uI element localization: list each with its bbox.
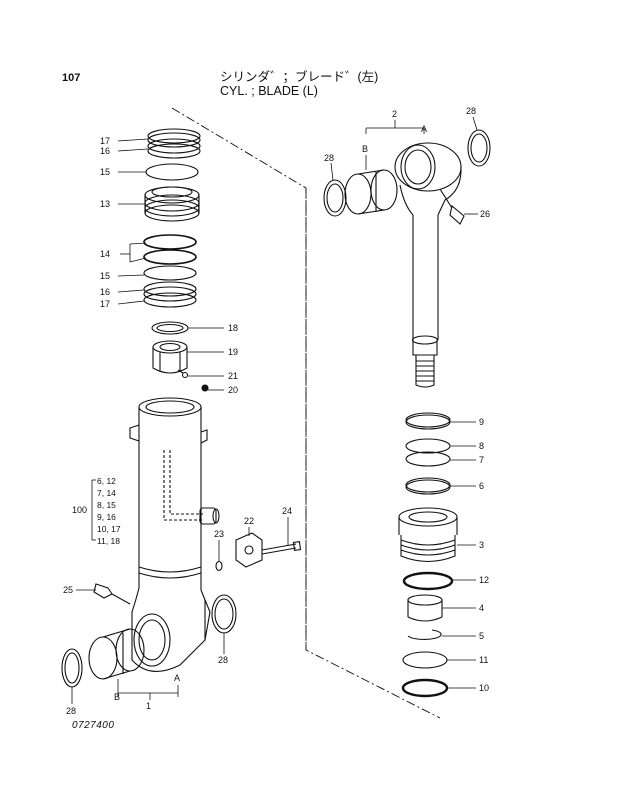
piston-4 <box>407 594 443 622</box>
callout-28-bottom-right: 28 <box>218 655 228 665</box>
page-number: 107 <box>62 72 81 84</box>
group-100-label: 100 <box>72 505 87 515</box>
callout-18: 18 <box>228 323 238 333</box>
piston-rod <box>394 142 462 388</box>
packing-13 <box>144 186 200 222</box>
ring-stack-15-16-17-bottom <box>143 265 197 308</box>
grease-nipple-26 <box>439 188 465 225</box>
callout-17-top: 17 <box>100 136 110 146</box>
o-ring-23 <box>215 560 223 572</box>
grease-nipple-25 <box>93 583 131 605</box>
o-ring-12 <box>402 571 454 591</box>
callout-5: 5 <box>479 631 484 641</box>
group-100-row: 6, 12 <box>97 476 116 486</box>
leader-lines <box>71 116 478 704</box>
group-100-row: 11, 18 <box>97 536 120 546</box>
dust-seal-28-top-right <box>467 129 491 167</box>
title-japanese: シリンダ゛；ブレード゛(左) <box>220 70 379 84</box>
cylinder-head-3 <box>398 507 458 563</box>
callout-24: 24 <box>282 506 292 516</box>
title-english: CYL. ; BLADE (L) <box>220 84 318 98</box>
wear-ring-18 <box>151 321 189 335</box>
o-ring-10 <box>401 678 449 698</box>
bolt-24 <box>261 541 302 555</box>
callout-19: 19 <box>228 347 238 357</box>
bushing-bottom <box>88 628 145 680</box>
callout-23: 23 <box>214 529 224 539</box>
callout-16-bottom: 16 <box>100 287 110 297</box>
ring-7 <box>405 451 451 467</box>
callout-B-top: B <box>362 144 368 154</box>
callout-A-top: A <box>421 124 427 134</box>
callout-22: 22 <box>244 516 254 526</box>
ring-8 <box>405 438 451 454</box>
callout-11: 11 <box>479 655 488 665</box>
backup-ring-15-top <box>145 163 199 181</box>
callout-1: 1 <box>146 701 151 711</box>
callout-15-bottom: 15 <box>100 271 110 281</box>
dust-seal-28-bottom-right <box>211 594 237 634</box>
piston-nut-19 <box>152 340 188 374</box>
callout-7: 7 <box>479 455 484 465</box>
group-100-row: 10, 17 <box>97 524 121 534</box>
callout-28-top-left: 28 <box>324 153 334 163</box>
callout-A-bottom: A <box>174 673 180 683</box>
callout-4: 4 <box>479 603 484 613</box>
set-screw-21 <box>177 369 189 379</box>
group-100-row: 7, 14 <box>97 488 116 498</box>
dashed-assembly-frame <box>171 107 441 719</box>
callout-3: 3 <box>479 540 484 550</box>
callout-14: 14 <box>100 249 110 259</box>
callout-16-top: 16 <box>100 146 110 156</box>
group-100-row: 9, 16 <box>97 512 116 522</box>
callout-12: 12 <box>479 575 489 585</box>
callout-28-top-right: 28 <box>466 106 476 116</box>
callout-9: 9 <box>479 417 484 427</box>
dust-seal-28-bottom-left <box>61 648 83 688</box>
callout-6: 6 <box>479 481 484 491</box>
o-rings-14 <box>143 234 197 265</box>
cylinder-tube <box>129 397 220 672</box>
callout-B-bottom: B <box>114 692 120 702</box>
callout-8: 8 <box>479 441 484 451</box>
callout-15-top: 15 <box>100 167 110 177</box>
group-100-list: 100 6, 12 7, 14 8, 15 9, 16 10, 17 11, 1… <box>72 476 121 546</box>
ring-9 <box>405 412 451 430</box>
connector-22 <box>235 532 263 568</box>
callouts-right: 2 A B 28 28 26 9 8 7 6 3 12 4 5 11 10 <box>324 106 490 693</box>
drawing-number: 0727400 <box>72 720 115 731</box>
callout-13: 13 <box>100 199 110 209</box>
ring-11 <box>402 651 448 669</box>
ring-5 <box>407 629 442 640</box>
callout-25: 25 <box>63 585 73 595</box>
callout-21: 21 <box>228 371 238 381</box>
dust-seal-28-top-left <box>323 179 347 217</box>
seal-ring-17-top <box>147 128 201 159</box>
bushing-top <box>344 169 398 215</box>
callout-2: 2 <box>392 109 397 119</box>
callout-26: 26 <box>480 209 490 219</box>
callout-10: 10 <box>479 683 489 693</box>
callout-20: 20 <box>228 385 238 395</box>
ball-20 <box>201 384 209 392</box>
callout-17-bottom: 17 <box>100 299 110 309</box>
callout-28-bottom-left: 28 <box>66 706 76 716</box>
group-100-row: 8, 15 <box>97 500 116 510</box>
callouts-left: 17 16 15 13 14 15 16 17 18 19 21 20 24 2… <box>63 136 292 716</box>
ring-6 <box>405 477 451 495</box>
